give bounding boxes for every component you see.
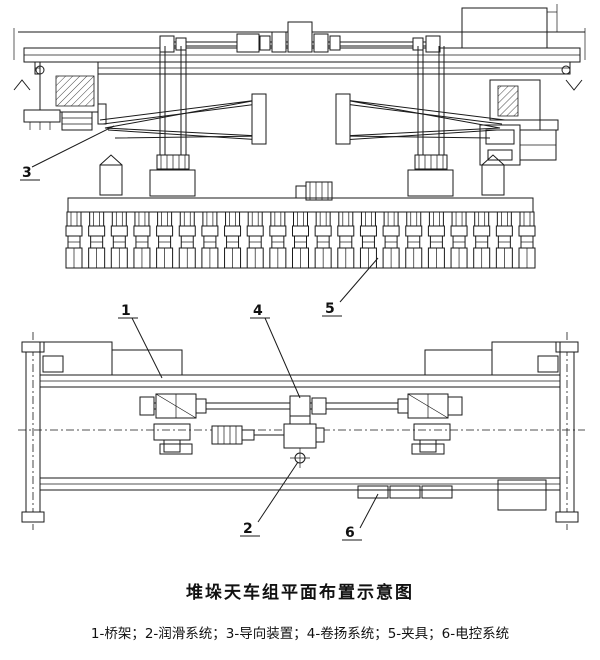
callout-5: 5 xyxy=(322,258,378,317)
right-cabin xyxy=(480,66,582,165)
callout-label-4: 4 xyxy=(253,303,263,319)
callout-label-6: 6 xyxy=(345,525,355,541)
callout-label-1: 1 xyxy=(121,303,131,319)
hoist-system-plan xyxy=(140,394,462,468)
clamp-unit xyxy=(338,212,354,268)
clamp-unit xyxy=(66,212,82,268)
electric-control-cabinets xyxy=(358,480,546,510)
right-column xyxy=(415,46,447,175)
end-truck-left xyxy=(22,332,44,530)
top-right-housing xyxy=(462,8,547,48)
callout-2: 2 xyxy=(240,462,298,537)
left-column xyxy=(157,46,189,175)
end-truck-right xyxy=(556,332,578,530)
clamp-units xyxy=(66,212,535,268)
clamp-unit xyxy=(225,212,241,268)
clamp-unit xyxy=(496,212,512,268)
callout-label-5: 5 xyxy=(325,301,335,317)
diagram-legend: 1-桥架；2-润滑系统；3-导向装置；4-卷扬系统；5-夹具；6-电控系统 xyxy=(90,626,510,642)
clamp-unit xyxy=(134,212,150,268)
diagram-title: 堆垛天车组平面布置示意图 xyxy=(186,583,414,603)
callout-3: 3 xyxy=(20,126,114,181)
clamp-unit xyxy=(428,212,444,268)
callout-label-2: 2 xyxy=(243,521,253,537)
callout-label-3: 3 xyxy=(22,165,32,181)
elevation-view xyxy=(14,4,585,268)
callout-1: 1 xyxy=(118,303,162,378)
bridge-girder-bottom xyxy=(40,478,560,490)
clamp-unit xyxy=(111,212,127,268)
clamp-unit xyxy=(157,212,173,268)
clamp-unit xyxy=(179,212,195,268)
beam-motor xyxy=(296,182,332,200)
clamp-unit xyxy=(451,212,467,268)
plan-view xyxy=(18,332,585,530)
guide-device-left xyxy=(100,94,266,195)
clamp-unit xyxy=(202,212,218,268)
guide-device-right xyxy=(336,94,505,195)
clamp-unit xyxy=(247,212,263,268)
clamp-unit xyxy=(360,212,376,268)
left-lift-pad xyxy=(150,170,195,196)
callout-4: 4 xyxy=(250,303,300,398)
left-cabin xyxy=(14,62,106,130)
clamp-unit xyxy=(270,212,286,268)
clamp-unit xyxy=(519,212,535,268)
clamp-unit xyxy=(406,212,422,268)
crane-layout-diagram: 3 5 1 4 2 6 xyxy=(0,0,600,541)
callout-6: 6 xyxy=(342,494,378,541)
clamp-unit xyxy=(383,212,399,268)
clamp-unit xyxy=(293,212,309,268)
bridge-girder-top xyxy=(40,375,560,387)
clamp-unit xyxy=(474,212,490,268)
elevation-hoist-mechanism xyxy=(160,22,440,52)
clamp-unit xyxy=(315,212,331,268)
right-lift-pad xyxy=(408,170,453,196)
clamp-unit xyxy=(89,212,105,268)
clamp-beam xyxy=(68,198,533,212)
